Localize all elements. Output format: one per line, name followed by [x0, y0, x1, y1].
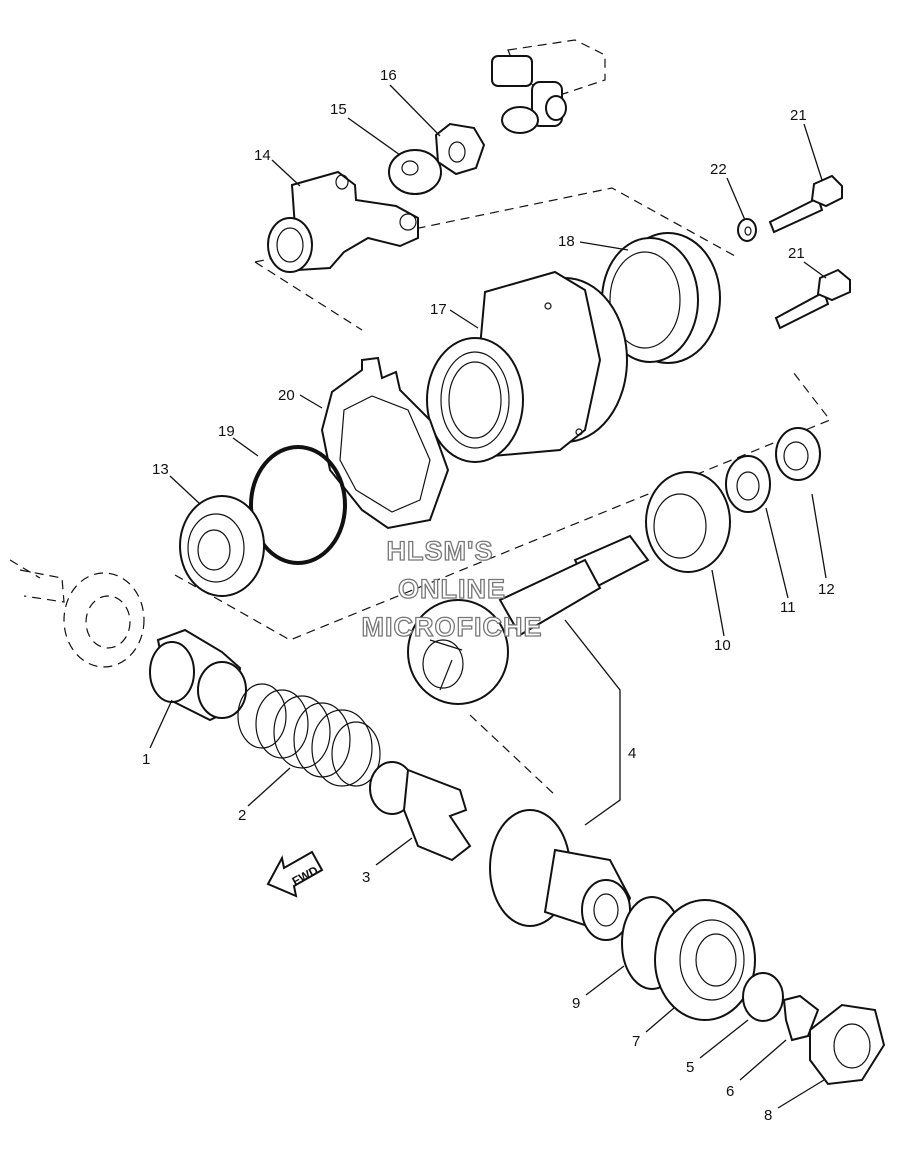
roller-bearing-part: [654, 899, 756, 1021]
part-2-callout: 2: [238, 807, 246, 824]
part-1-callout: 1: [142, 751, 150, 768]
part-22-callout: 22: [710, 161, 727, 178]
watermark-line-1: HLSM'S: [387, 536, 494, 566]
part-19-callout: 19: [218, 423, 235, 440]
watermark-line-3: MICROFICHE: [362, 612, 543, 642]
outer-shaft-stub: [19, 569, 145, 668]
bearing-housing-part: [426, 270, 628, 463]
spring-part: [237, 683, 381, 787]
part-17-callout: 17: [430, 301, 447, 318]
bevel-gear-part: [489, 809, 632, 941]
upper-assembly-frame-lower: [254, 261, 363, 331]
shim-plate-part: [320, 356, 450, 530]
bolt-lower-part: [774, 268, 851, 330]
bolt-upper-part: [768, 174, 843, 234]
watermark: HLSM'S ONLINE MICROFICHE: [361, 535, 543, 642]
part-18-callout: 18: [558, 233, 575, 250]
shaft-alignment-line: [469, 714, 556, 796]
pinion-shaft-part: [407, 534, 650, 705]
callout-labels: 16 15 14 21 22 18 21 17 20 19 13 12 11 1…: [142, 67, 835, 1124]
part-6-callout: 6: [726, 1083, 734, 1100]
part-11-callout: 11: [780, 599, 796, 616]
leader-lines: [149, 84, 827, 1109]
part-16-callout: 16: [380, 67, 397, 84]
universal-joint-part: [491, 39, 606, 134]
part-13-callout: 13: [152, 461, 169, 478]
part-3-callout: 3: [362, 869, 370, 886]
bearing-housing-cover-part: [601, 232, 721, 364]
part-8-callout: 8: [764, 1107, 772, 1124]
part-4-callout: 4: [628, 745, 636, 762]
part-21b-callout: 21: [788, 245, 805, 262]
yoke-part: [267, 170, 419, 273]
part-12-callout: 12: [818, 581, 835, 598]
part-5-callout: 5: [686, 1059, 694, 1076]
outer-alignment-line: [9, 559, 41, 579]
sleeve-part: [149, 628, 247, 722]
part-10-callout: 10: [714, 637, 731, 654]
part-20-callout: 20: [278, 387, 295, 404]
thrust-washer-part: [742, 972, 784, 1022]
middle-assembly-frame: [174, 371, 831, 641]
part-21-callout: 21: [790, 107, 807, 124]
fwd-direction-arrow: FWD: [266, 850, 324, 898]
part-7-callout: 7: [632, 1033, 640, 1050]
arrow-icon: [266, 850, 324, 898]
lock-washer-part: [782, 994, 820, 1042]
part-15-callout: 15: [330, 101, 347, 118]
washer-part: [388, 149, 442, 195]
shim-washer-part: [725, 455, 771, 513]
part-9-callout: 9: [572, 995, 580, 1012]
lock-nut-part: [809, 1003, 886, 1086]
ball-bearing-part: [179, 495, 265, 597]
small-washer-part: [737, 218, 757, 242]
flange-nut-part: [434, 122, 486, 176]
watermark-line-2: ONLINE: [398, 574, 506, 604]
dog-clutch-part: [369, 761, 472, 862]
o-ring-part: [249, 445, 347, 565]
tapered-bearing-part: [645, 471, 731, 573]
oil-seal-part: [775, 427, 821, 481]
part-14-callout: 14: [254, 147, 271, 164]
